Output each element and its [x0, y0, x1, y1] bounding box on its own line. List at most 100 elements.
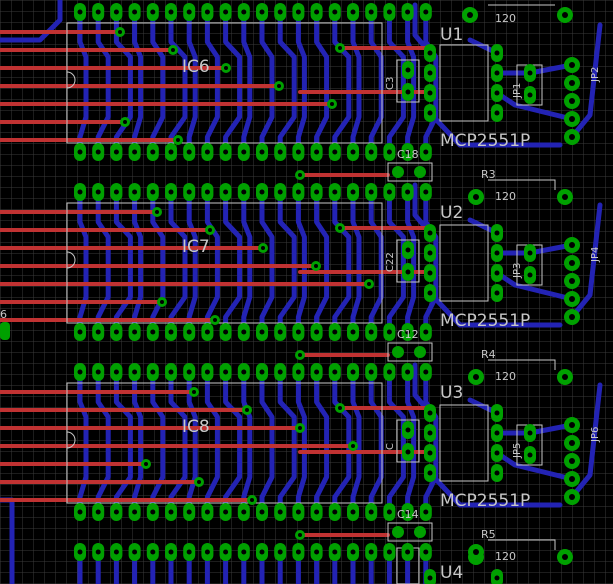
pad-hole	[386, 549, 392, 555]
pad-hole	[113, 9, 119, 15]
pad-hole	[150, 369, 156, 375]
r3-label: R3	[481, 168, 496, 181]
bottom-trace	[569, 382, 603, 500]
pad-hole	[168, 329, 174, 335]
pad-hole	[473, 374, 479, 380]
bottom-trace	[314, 189, 330, 335]
pad-hole	[494, 575, 500, 581]
pad-hole	[186, 549, 192, 555]
pad-hole	[95, 549, 101, 555]
edge-label: 6	[0, 308, 7, 321]
ic-notch	[66, 251, 76, 269]
c12-label: C12	[397, 328, 419, 341]
pad-hole	[314, 329, 320, 335]
pad-hole	[95, 329, 101, 335]
pad-hole	[95, 509, 101, 515]
pad-hole	[405, 329, 411, 335]
pad-hole	[405, 67, 411, 73]
pad-hole	[113, 509, 119, 515]
pad-hole	[168, 9, 174, 15]
bottom-trace	[368, 9, 384, 155]
pad-hole	[527, 430, 533, 436]
cap-outline	[387, 342, 433, 362]
pad-hole	[423, 509, 429, 515]
pad-hole	[204, 189, 210, 195]
via-hole	[192, 390, 196, 394]
c14-label: C14	[397, 508, 419, 521]
pad-hole	[168, 509, 174, 515]
pad-hole	[427, 230, 433, 236]
pad-hole	[241, 549, 247, 555]
bottom-trace	[277, 9, 297, 155]
edge-pad	[0, 322, 10, 340]
component-pads[interactable]	[0, 3, 580, 584]
u1-part-label: MCP2551P	[440, 131, 530, 151]
bottom-trace	[569, 22, 603, 140]
bottom-trace	[423, 369, 439, 515]
pad-hole	[295, 509, 301, 515]
bottom-trace	[427, 470, 563, 508]
pad-hole	[494, 110, 500, 116]
pad-hole	[150, 9, 156, 15]
pad-hole	[467, 12, 473, 18]
pad-hole	[423, 329, 429, 335]
u2-part-label: MCP2551P	[440, 311, 530, 331]
pad-hole	[427, 450, 433, 456]
pad-hole	[427, 250, 433, 256]
pad-hole	[95, 9, 101, 15]
pad-hole	[569, 62, 575, 68]
cap-outline	[396, 59, 420, 103]
via-hole	[298, 533, 302, 537]
via-hole	[213, 318, 217, 322]
pad-hole	[569, 494, 575, 500]
pad-hole	[473, 194, 479, 200]
pad-hole	[332, 329, 338, 335]
pad-hole	[368, 549, 374, 555]
pad-hole	[405, 509, 411, 515]
pad-hole	[427, 50, 433, 56]
pad-hole	[77, 549, 83, 555]
pad-hole	[368, 189, 374, 195]
pad-hole	[150, 189, 156, 195]
pad-hole	[569, 458, 575, 464]
pad-hole	[569, 314, 575, 320]
bottom-trace	[350, 189, 362, 335]
pad-hole	[204, 9, 210, 15]
pad-hole	[113, 329, 119, 335]
via-hole	[261, 246, 265, 250]
bottom-trace	[569, 202, 603, 320]
ic7-label: IC7	[182, 237, 210, 257]
pad-hole	[332, 149, 338, 155]
pad-hole	[295, 329, 301, 335]
pad-hole	[350, 189, 356, 195]
pad-hole	[95, 149, 101, 155]
cap-pad	[414, 346, 426, 358]
pad-hole	[494, 90, 500, 96]
pad-hole	[386, 509, 392, 515]
bottom-trace	[494, 270, 575, 302]
via-hole	[277, 84, 281, 88]
pad-hole	[241, 509, 247, 515]
pad-hole	[494, 450, 500, 456]
r4-label: R4	[481, 348, 496, 361]
pad-hole	[427, 70, 433, 76]
pad-hole	[427, 270, 433, 276]
ic-outline	[66, 202, 383, 324]
vias	[115, 27, 374, 540]
via-hole	[245, 408, 249, 412]
pad-hole	[332, 549, 338, 555]
pad-hole	[386, 329, 392, 335]
pad-hole	[277, 329, 283, 335]
pad-hole	[562, 554, 568, 560]
pad-hole	[77, 9, 83, 15]
cap-outline	[396, 419, 420, 463]
pad-hole	[569, 260, 575, 266]
pad-hole	[562, 374, 568, 380]
pad-hole	[241, 369, 247, 375]
pad-hole	[314, 9, 320, 15]
pad-hole	[132, 189, 138, 195]
pad-hole	[186, 149, 192, 155]
pad-hole	[150, 509, 156, 515]
pad-hole	[332, 369, 338, 375]
